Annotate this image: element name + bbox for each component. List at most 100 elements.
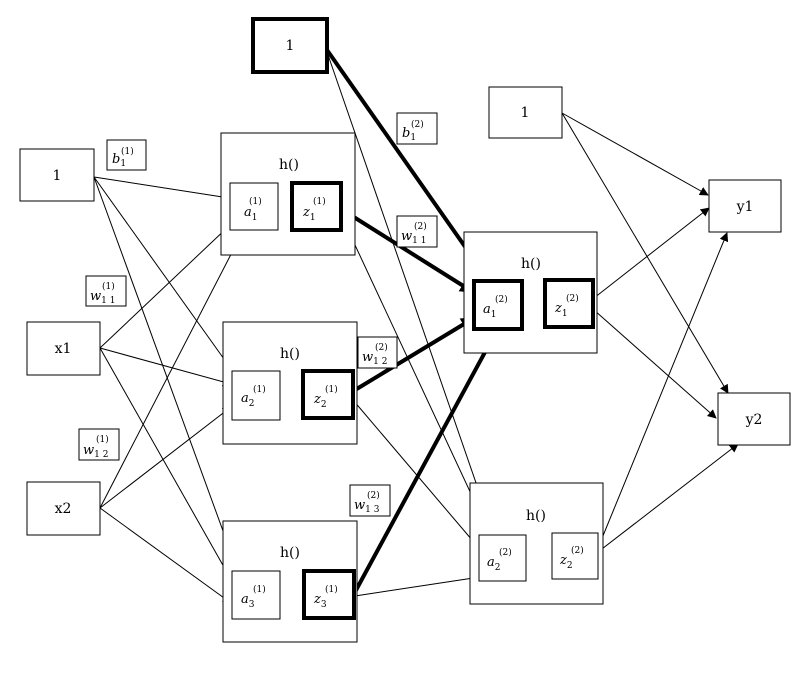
edge-x2-a11 bbox=[99, 232, 243, 509]
hidden-unit-1-3: h() a3 (1) z3 (1) bbox=[222, 520, 358, 643]
label-w13-layer2: w1 3 (2) bbox=[349, 484, 391, 517]
edge-bias3-y1 bbox=[561, 112, 709, 196]
svg-text:(2): (2) bbox=[411, 119, 424, 130]
svg-text:(2): (2) bbox=[375, 342, 388, 353]
h-function-label: h() bbox=[526, 508, 546, 524]
h-function-label: h() bbox=[521, 256, 541, 272]
output-y2-node: y2 bbox=[717, 392, 791, 446]
svg-text:w1 3: w1 3 bbox=[354, 498, 380, 515]
svg-text:z2: z2 bbox=[313, 392, 327, 410]
svg-text:(2): (2) bbox=[571, 545, 584, 556]
input-x1-label: x1 bbox=[55, 341, 72, 357]
svg-text:(1): (1) bbox=[313, 196, 326, 207]
svg-text:w1 1: w1 1 bbox=[401, 229, 426, 246]
svg-text:b1: b1 bbox=[112, 152, 126, 169]
edge-bold-z21-a12 bbox=[353, 316, 476, 392]
edge-bias3-y2 bbox=[561, 112, 729, 394]
output-bias-label: 1 bbox=[521, 105, 530, 121]
edge-z12-y1 bbox=[593, 207, 710, 299]
input-bias-node: 1 bbox=[19, 148, 95, 202]
label-b1-layer2: b1 (2) bbox=[396, 112, 438, 145]
h-function-label: h() bbox=[280, 346, 300, 362]
svg-text:z1: z1 bbox=[302, 205, 316, 223]
input-x2-label: x2 bbox=[55, 501, 72, 517]
highlighted-edges bbox=[325, 48, 499, 593]
output-unit-1: h() a1 (2) z1 (2) bbox=[463, 231, 598, 354]
svg-text:(2): (2) bbox=[367, 490, 380, 501]
node-z21 bbox=[301, 369, 355, 420]
edge-x1-a21 bbox=[99, 347, 232, 387]
output-y2-label: y2 bbox=[745, 412, 763, 428]
svg-text:w1 2: w1 2 bbox=[362, 350, 387, 367]
svg-text:a1: a1 bbox=[483, 302, 497, 320]
label-b1-layer1: b1 (1) bbox=[106, 139, 147, 171]
svg-text:a1: a1 bbox=[244, 205, 258, 223]
h-function-label: h() bbox=[280, 545, 300, 561]
svg-text:w1 1: w1 1 bbox=[90, 289, 115, 306]
label-w12-layer1: w1 2 (1) bbox=[78, 428, 120, 461]
svg-text:(2): (2) bbox=[414, 221, 427, 232]
svg-text:(1): (1) bbox=[96, 434, 109, 445]
output-y1-node: y1 bbox=[708, 179, 782, 233]
edge-x2-a31 bbox=[99, 507, 232, 604]
edge-x1-a31 bbox=[99, 347, 234, 584]
svg-text:(2): (2) bbox=[566, 293, 579, 304]
edges bbox=[93, 51, 739, 604]
output-y1-label: y1 bbox=[736, 199, 754, 215]
edge-z22-y2 bbox=[597, 443, 739, 553]
node-z11 bbox=[290, 181, 343, 232]
input-x2-node: x2 bbox=[26, 481, 101, 536]
label-w11-layer1: w1 1 (1) bbox=[85, 275, 127, 307]
edge-z22-y1 bbox=[597, 232, 729, 549]
hidden-bias-label: 1 bbox=[286, 38, 295, 54]
edge-z12-y2 bbox=[593, 309, 717, 419]
svg-text:z3: z3 bbox=[313, 592, 327, 610]
svg-text:(1): (1) bbox=[325, 384, 338, 395]
edge-bold-z11-a12 bbox=[339, 207, 475, 294]
svg-text:a2: a2 bbox=[241, 391, 255, 409]
svg-text:(1): (1) bbox=[253, 584, 266, 595]
edge-z11-a22 bbox=[340, 214, 488, 529]
svg-text:a2: a2 bbox=[487, 555, 501, 573]
output-bias-node: 1 bbox=[488, 86, 563, 139]
edge-bias-a11 bbox=[93, 176, 230, 202]
node-a21 bbox=[231, 370, 281, 421]
node-z31 bbox=[302, 569, 356, 620]
edge-bold-bias2-a12 bbox=[325, 48, 489, 280]
node-a12 bbox=[472, 279, 524, 331]
node-a11 bbox=[229, 182, 279, 231]
svg-text:b1: b1 bbox=[402, 126, 416, 143]
svg-text:z2: z2 bbox=[559, 553, 573, 571]
edge-z21-a22 bbox=[352, 399, 479, 548]
node-a31 bbox=[231, 570, 281, 620]
hidden-bias-node: 1 bbox=[251, 17, 329, 74]
svg-text:(1): (1) bbox=[102, 281, 115, 292]
input-x1-node: x1 bbox=[26, 321, 101, 376]
edge-bias-a31 bbox=[93, 176, 240, 573]
hidden-unit-1-1: h() a1 (1) z1 (1) bbox=[220, 132, 356, 256]
node-z12 bbox=[543, 278, 595, 329]
edge-x1-a11 bbox=[99, 224, 231, 349]
edge-z31-a22 bbox=[354, 573, 481, 597]
edge-bias2-a22 bbox=[326, 51, 495, 533]
label-w12-layer2: w1 2 (2) bbox=[357, 336, 398, 369]
label-w11-layer2: w1 1 (2) bbox=[396, 215, 438, 248]
svg-text:w1 2: w1 2 bbox=[83, 443, 108, 460]
edge-x2-a21 bbox=[99, 406, 232, 509]
h-function-label: h() bbox=[279, 157, 299, 173]
node-a22 bbox=[478, 534, 527, 582]
svg-text:(1): (1) bbox=[121, 146, 134, 157]
hidden-unit-1-2: h() a2 (1) z2 (1) bbox=[222, 321, 358, 445]
svg-text:(2): (2) bbox=[495, 294, 508, 305]
svg-text:(1): (1) bbox=[253, 384, 266, 395]
svg-text:(2): (2) bbox=[499, 547, 512, 558]
svg-text:(1): (1) bbox=[249, 196, 262, 207]
edge-bias-a21 bbox=[93, 176, 235, 374]
svg-text:a3: a3 bbox=[241, 592, 255, 610]
edge-bold-z31-a12 bbox=[353, 328, 499, 593]
node-z22 bbox=[551, 532, 599, 580]
input-bias-label: 1 bbox=[53, 168, 62, 184]
svg-text:z1: z1 bbox=[554, 301, 568, 319]
svg-text:(1): (1) bbox=[325, 584, 338, 595]
